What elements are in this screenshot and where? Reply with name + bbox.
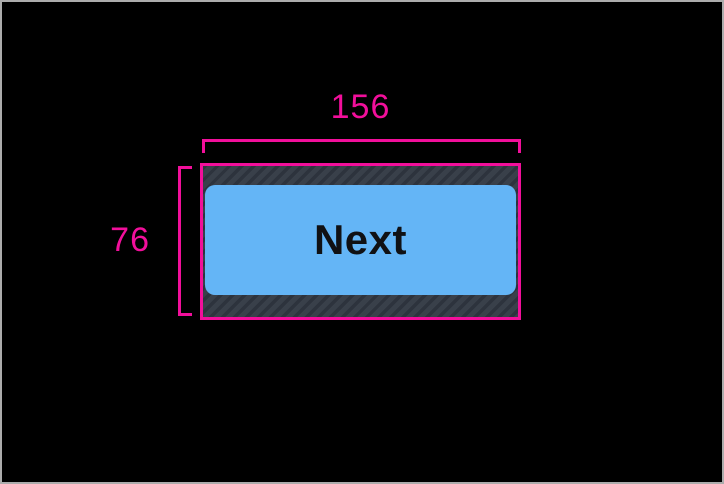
height-measurement-bracket	[178, 166, 192, 316]
width-measurement-bracket	[202, 139, 521, 153]
selected-element-outline: Next	[200, 163, 521, 320]
next-button[interactable]: Next	[205, 185, 516, 295]
padding-hatch-overlay: Next	[203, 166, 518, 317]
next-button-label: Next	[313, 216, 408, 263]
height-dimension-label: 76	[110, 221, 150, 259]
width-dimension-label: 156	[330, 88, 391, 126]
